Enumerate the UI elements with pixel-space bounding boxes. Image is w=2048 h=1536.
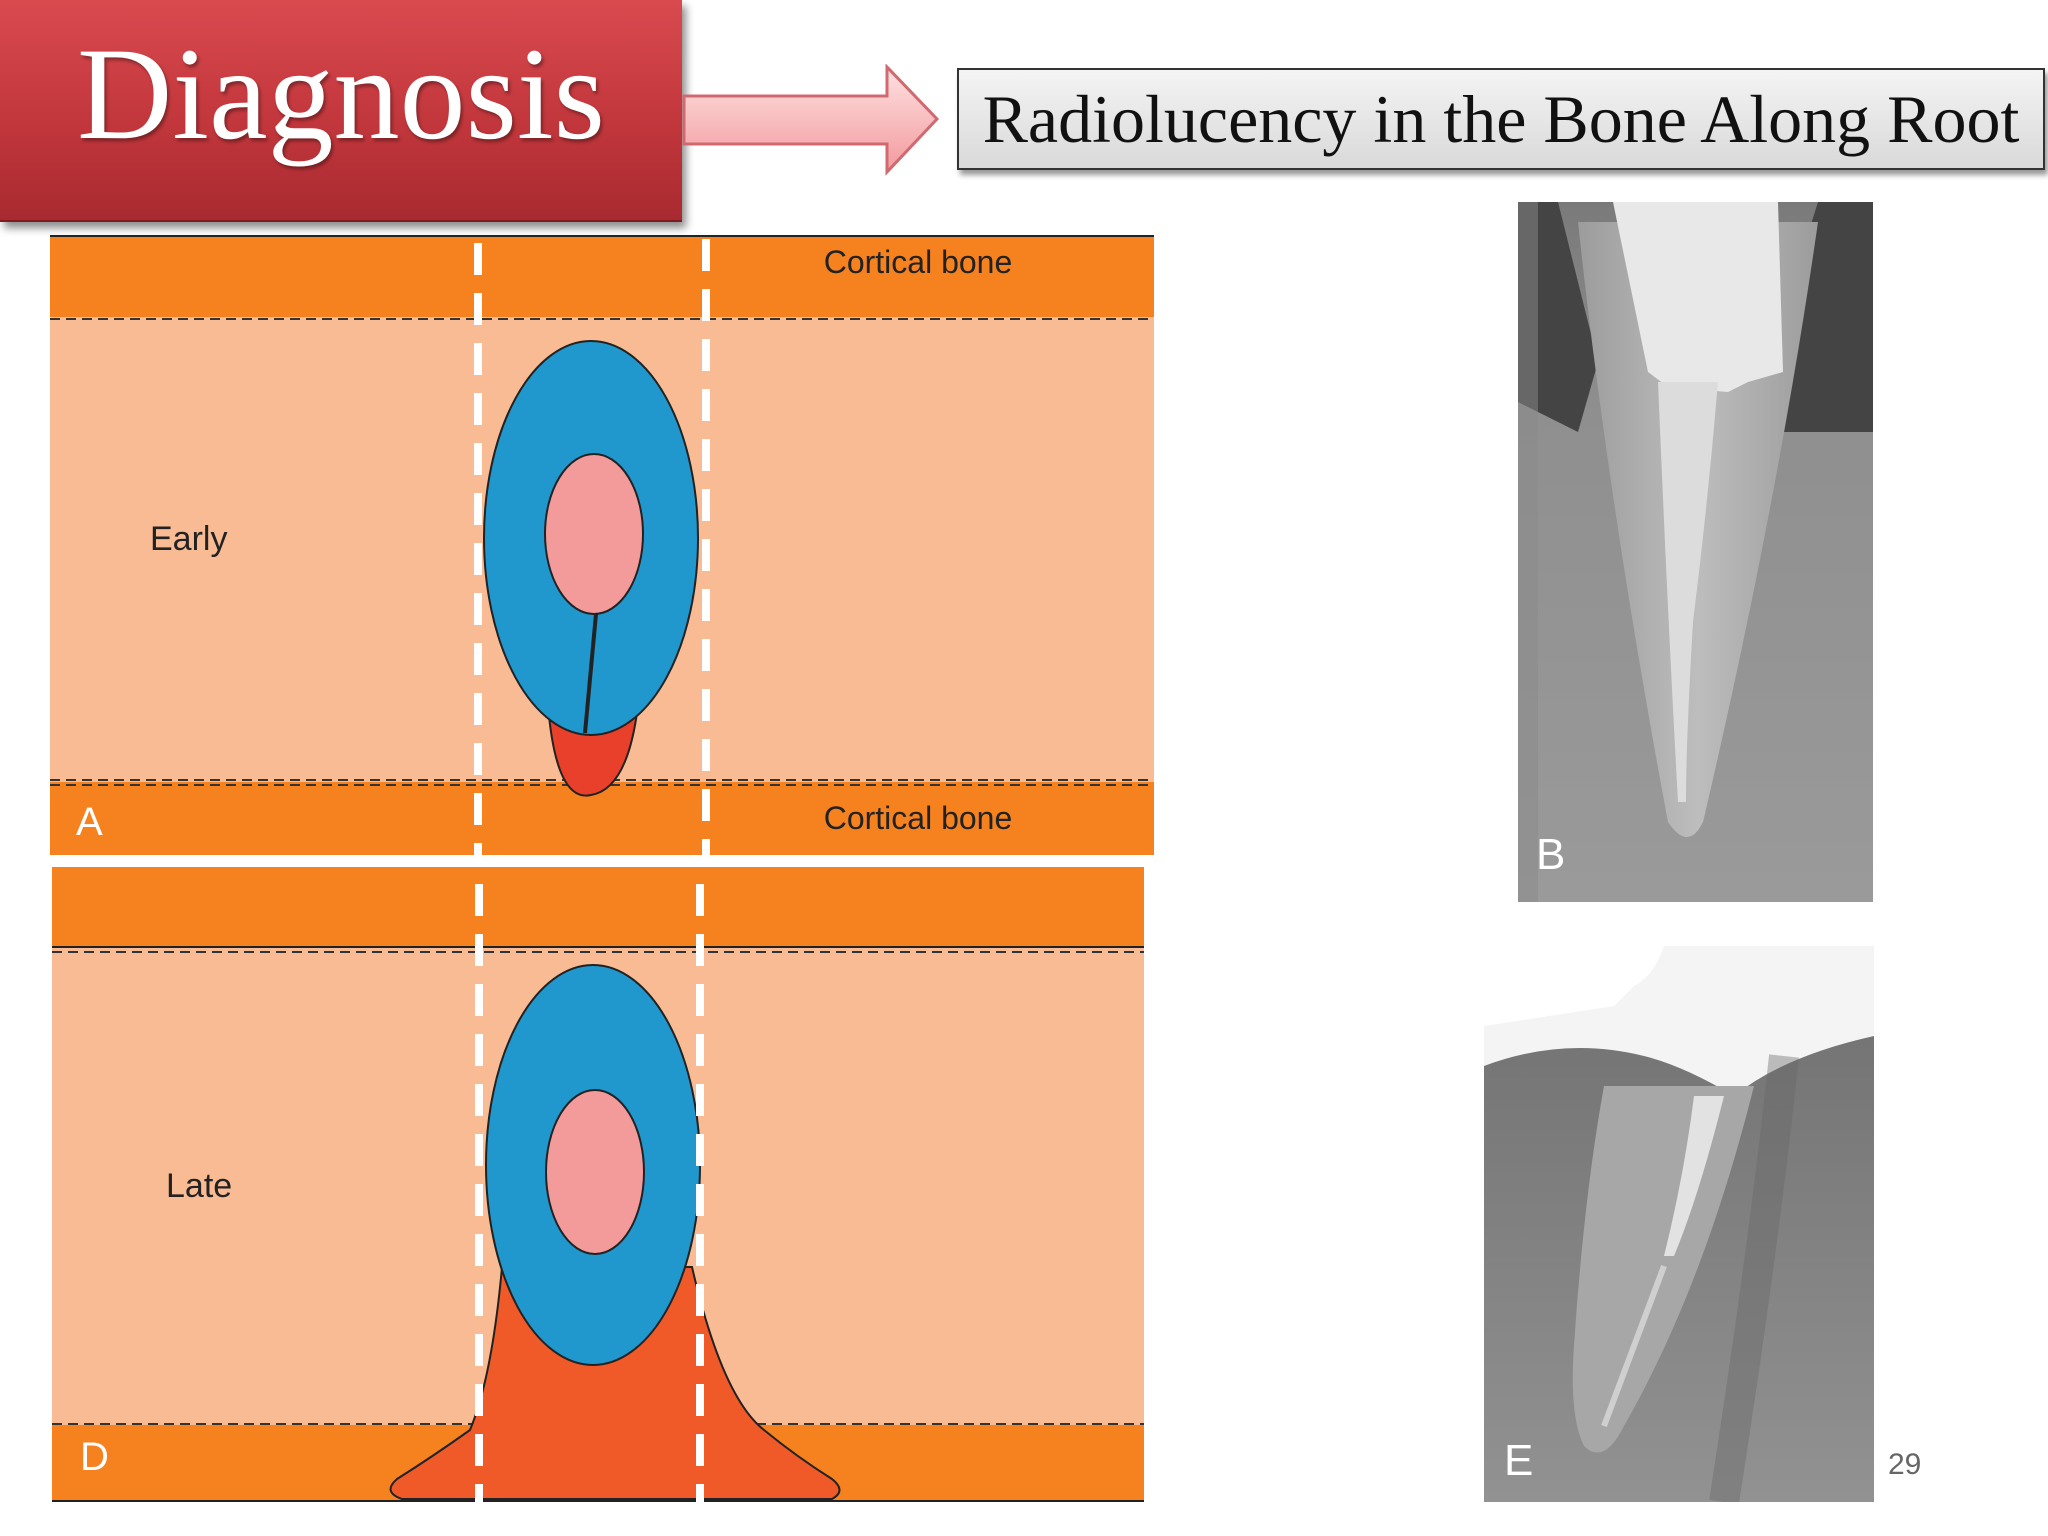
title-banner: Diagnosis — [0, 0, 682, 222]
slide-subtitle: Radiolucency in the Bone Along Root — [982, 80, 2020, 157]
radiograph-b-image — [1518, 202, 1873, 902]
early-stage-diagram: Cortical bone Cortical bone Early A — [50, 235, 1154, 855]
page-number: 29 — [1888, 1448, 1922, 1481]
slide-title: Diagnosis — [77, 20, 605, 167]
cortical-bone-top — [50, 235, 1154, 317]
panel-letter-d: D — [80, 1435, 109, 1479]
pulp-canal — [545, 1089, 645, 1255]
radiograph-b: B — [1518, 202, 1873, 902]
cortical-bone-top — [52, 867, 1144, 947]
panel-letter-a: A — [76, 800, 103, 844]
periapical-lesion — [389, 1266, 841, 1500]
pulp-canal — [544, 453, 644, 615]
late-stage-diagram: Late D — [52, 867, 1144, 1502]
stage-label-late: Late — [166, 1167, 232, 1205]
vertical-root-fracture — [583, 613, 598, 734]
right-arrow-icon — [682, 64, 940, 176]
radiograph-e-image — [1484, 946, 1874, 1505]
cortical-bone-top-label: Cortical bone — [824, 244, 1013, 280]
subtitle-box: Radiolucency in the Bone Along Root — [957, 68, 2045, 170]
radiograph-e: E — [1484, 946, 1874, 1505]
cortical-bone-bottom — [50, 782, 1154, 855]
panel-letter-b: B — [1536, 830, 1566, 879]
panel-letter-e: E — [1504, 1436, 1534, 1485]
stage-label-early: Early — [150, 520, 227, 558]
cortical-bone-bottom-label: Cortical bone — [824, 800, 1013, 836]
